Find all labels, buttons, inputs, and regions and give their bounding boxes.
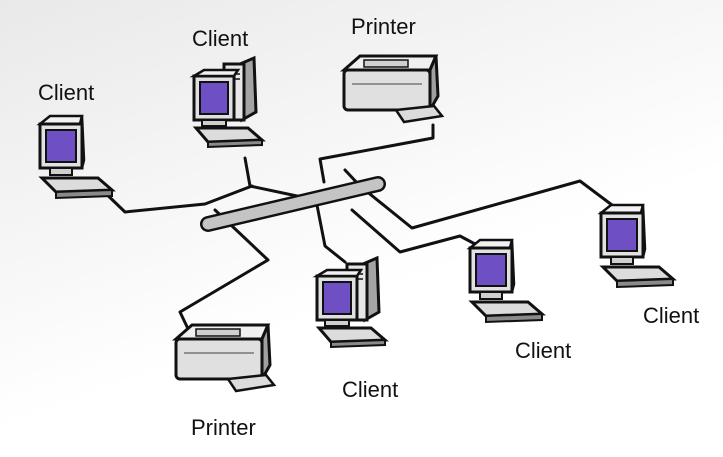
network-bus: [200, 176, 386, 232]
client-label: Client: [192, 26, 249, 51]
client-label: Client: [643, 303, 700, 328]
printer-bottom-icon: [174, 323, 276, 393]
client-label: Client: [38, 80, 95, 105]
client-right-icon: [599, 203, 675, 289]
client-bottom-icon: [315, 256, 387, 349]
client-mid-right-icon: [468, 238, 544, 324]
cable-printer-top: [318, 123, 435, 184]
client-top-left-icon: [38, 114, 114, 200]
printer-label: Printer: [351, 14, 416, 39]
client-label: Client: [342, 377, 399, 402]
client-label: Client: [515, 338, 572, 363]
cable-client-top-left: [96, 184, 254, 214]
cable-printer-bottom: [178, 208, 270, 335]
cable-client-right: [343, 168, 614, 230]
network-cables: [96, 123, 614, 335]
cable-client-mid-right: [350, 208, 492, 254]
printer-label: Printer: [191, 415, 256, 440]
printer-top-icon: [342, 54, 444, 124]
client-top-icon: [192, 56, 264, 149]
